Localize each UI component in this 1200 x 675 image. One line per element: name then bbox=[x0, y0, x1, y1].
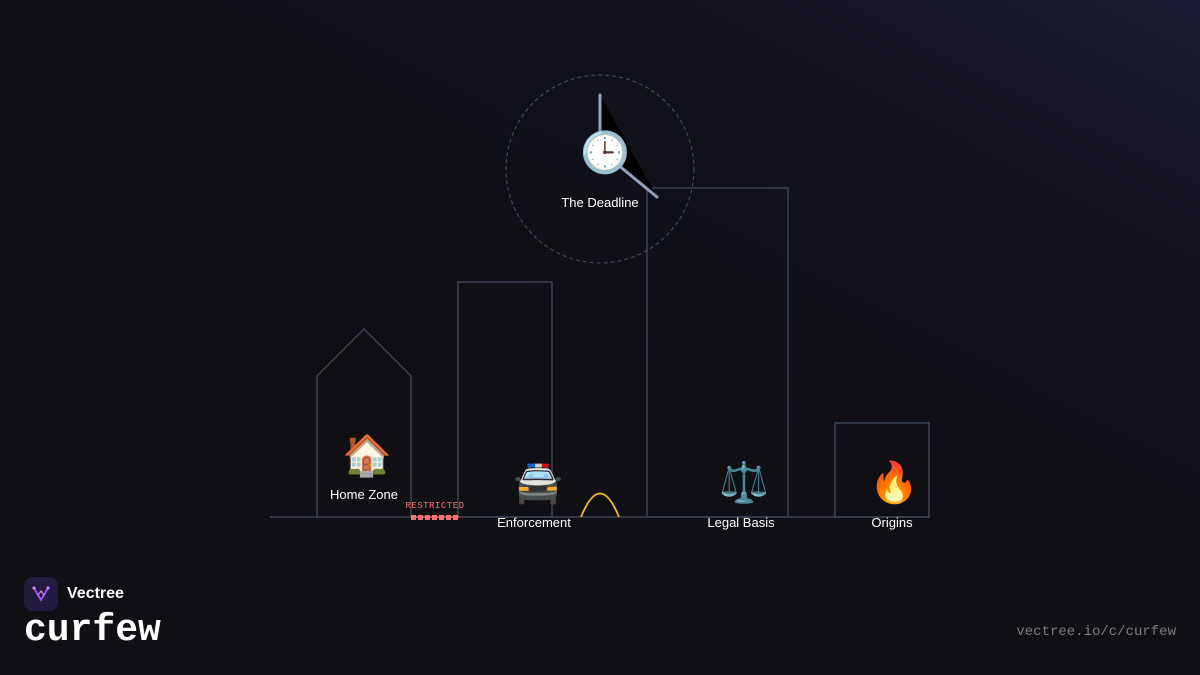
legal-basis-label: Legal Basis bbox=[707, 515, 775, 530]
origins-label: Origins bbox=[871, 515, 913, 530]
barrier-dot bbox=[411, 515, 416, 520]
deadline-label: The Deadline bbox=[561, 195, 638, 210]
barrier-dot bbox=[446, 515, 451, 520]
curfew-arc bbox=[580, 492, 620, 518]
vectree-logo-icon bbox=[24, 577, 58, 611]
enforcement-building-outline bbox=[457, 281, 553, 518]
home-house-outline bbox=[316, 327, 412, 517]
scales-icon: ⚖️ bbox=[719, 459, 769, 506]
house-icon: 🏠 bbox=[342, 433, 392, 479]
page-url[interactable]: vectree.io/c/curfew bbox=[1016, 624, 1176, 640]
barrier-dot bbox=[432, 515, 437, 520]
legal-building-outline bbox=[646, 187, 789, 518]
clock-icon: 🕒 bbox=[580, 129, 630, 176]
restricted-barrier: RESTRICTED bbox=[405, 501, 464, 520]
barrier-dot bbox=[418, 515, 423, 520]
brand: Vectree bbox=[24, 577, 124, 611]
vectree-logo-mark bbox=[32, 586, 50, 601]
origins-box-outline bbox=[834, 422, 930, 518]
page-title: curfew bbox=[24, 609, 161, 652]
barrier-dot bbox=[425, 515, 430, 520]
deadline-hour-hand bbox=[598, 148, 659, 199]
police-car-icon: 🚔 bbox=[513, 460, 563, 506]
deadline-sweep-wedge bbox=[600, 95, 657, 197]
home-zone-label: Home Zone bbox=[330, 487, 398, 502]
barrier-dot bbox=[453, 515, 458, 520]
enforcement-label: Enforcement bbox=[497, 515, 571, 530]
fire-icon: 🔥 bbox=[869, 459, 919, 506]
brand-name: Vectree bbox=[67, 585, 124, 602]
restricted-label: RESTRICTED bbox=[405, 501, 464, 511]
barrier-dot bbox=[439, 515, 444, 520]
deadline-clock-ring bbox=[505, 74, 695, 264]
